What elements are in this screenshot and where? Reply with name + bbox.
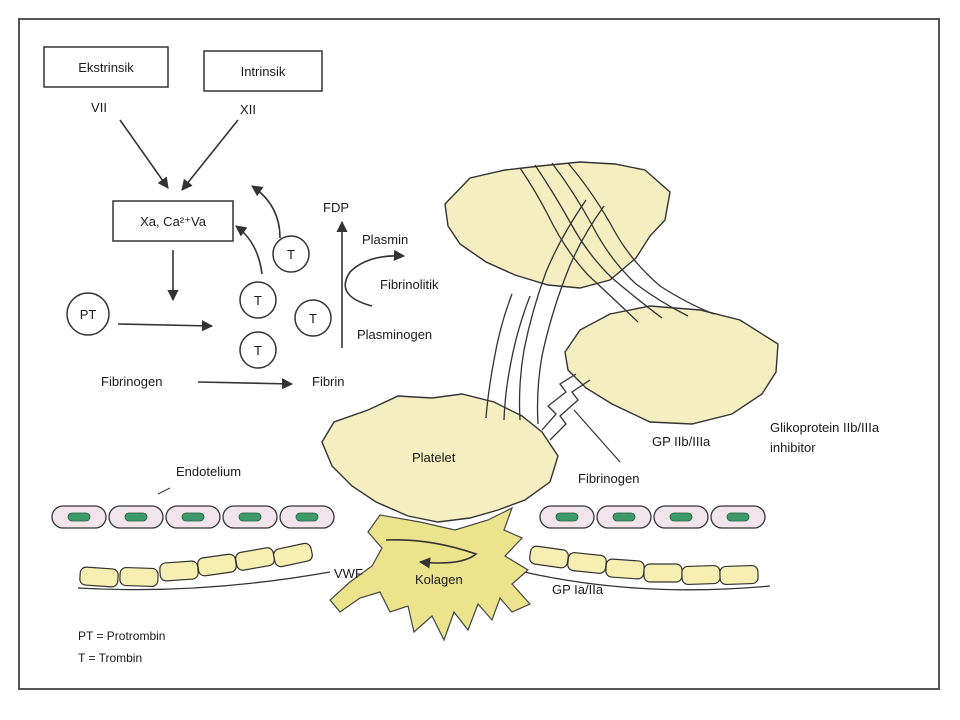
cell-nucleus (726, 512, 750, 522)
complex-box (112, 200, 234, 242)
fdp-label: FDP (323, 200, 349, 215)
cell-nucleus (67, 512, 91, 522)
subendothelial-cell (159, 560, 199, 582)
fibrin-label: Fibrin (312, 374, 345, 389)
subendothelial-cell (273, 542, 313, 568)
cell-nucleus (612, 512, 636, 522)
prothrombin-circle (66, 292, 110, 336)
plasmin-label: Plasmin (362, 232, 408, 247)
platelet-right (564, 305, 779, 425)
subendothelial-cell (235, 547, 275, 571)
cell-nucleus (669, 512, 693, 522)
collagen (329, 506, 531, 642)
cell-nucleus (555, 512, 579, 522)
arrow-thrombin-feedback-1 (251, 185, 281, 239)
legend-t: T = Trombin (78, 651, 142, 665)
factor-vii-label: VII (91, 100, 107, 115)
fibrinogen-pointer (573, 409, 621, 463)
vwf-strand (385, 538, 478, 569)
cell-nucleus (238, 512, 262, 522)
platelet-label: Platelet (412, 450, 456, 465)
subendothelial-cell (567, 552, 607, 574)
plasminogen-label: Plasminogen (357, 327, 432, 342)
inhibitor-label-line2: inhibitor (770, 440, 816, 455)
subendothelial-cell (79, 566, 119, 588)
cell-nucleus (124, 512, 148, 522)
thrombin-circle-3 (294, 299, 332, 337)
platelet-top (444, 161, 671, 289)
extrinsic-label: Ekstrinsik (78, 60, 134, 75)
prothrombin-label: PT (80, 307, 97, 322)
gp-ia-label: GP Ia/IIa (552, 582, 604, 597)
subendothelial-cell (719, 564, 759, 586)
cell-nucleus (295, 512, 319, 522)
thrombin-circle-1 (272, 235, 310, 273)
subendothelium-line-right (523, 571, 771, 591)
subendothelial-cell (119, 566, 159, 588)
thrombin-label-3: T (309, 311, 317, 326)
subendothelial-cell (643, 563, 683, 583)
thrombin-label-2: T (254, 293, 262, 308)
thrombin-circle-4 (239, 331, 277, 369)
subendothelial-cell (529, 545, 569, 569)
intrinsic-box (203, 50, 323, 92)
thrombin-label-1: T (287, 247, 295, 262)
thrombin-label-4: T (254, 343, 262, 358)
endothelium-right (539, 505, 766, 529)
fibrinogen-bridge-label: Fibrinogen (578, 471, 639, 486)
thrombin-circle-2 (239, 281, 277, 319)
complex-label: Xa, Ca²⁺Va (140, 214, 207, 229)
fibrinogen-label: Fibrinogen (101, 374, 162, 389)
fibrin-strands (485, 162, 715, 425)
gp-iib-label: GP IIb/IIIa (652, 434, 711, 449)
subendothelial-cell (681, 564, 721, 586)
inhibitor-label-line1: Glikoprotein IIb/IIIa (770, 420, 880, 435)
endothelium-pointer (157, 487, 171, 495)
arrow-xii-to-complex (181, 119, 239, 191)
vwf-label: VWF (334, 566, 363, 581)
fibrinolysis-cycle-arrow (344, 249, 406, 307)
endothelium-left (51, 505, 335, 529)
legend-pt: PT = Protrombin (78, 629, 165, 643)
arrow-fibrinogen-to-fibrin (197, 378, 294, 390)
fibrinolytic-label: Fibrinolitik (380, 277, 439, 292)
arrow-vii-to-complex (119, 119, 169, 189)
subendothelium-left (79, 542, 313, 588)
subendothelial-cell (197, 553, 237, 577)
arrow-pt-to-thrombin (117, 320, 214, 332)
subendothelium-line-left (77, 571, 331, 591)
subendothelium-right (529, 545, 759, 586)
subendothelial-cell (605, 558, 645, 580)
extrinsic-box (43, 46, 169, 88)
intrinsic-label: Intrinsik (241, 64, 286, 79)
arrow-thrombin-feedback-2 (235, 225, 263, 275)
factor-xii-label: XII (240, 102, 256, 117)
endothelium-label: Endotelium (176, 464, 241, 479)
cell-nucleus (181, 512, 205, 522)
collagen-label: Kolagen (415, 572, 463, 587)
platelet-main (321, 393, 559, 523)
fibrinogen-bridges (541, 373, 591, 441)
